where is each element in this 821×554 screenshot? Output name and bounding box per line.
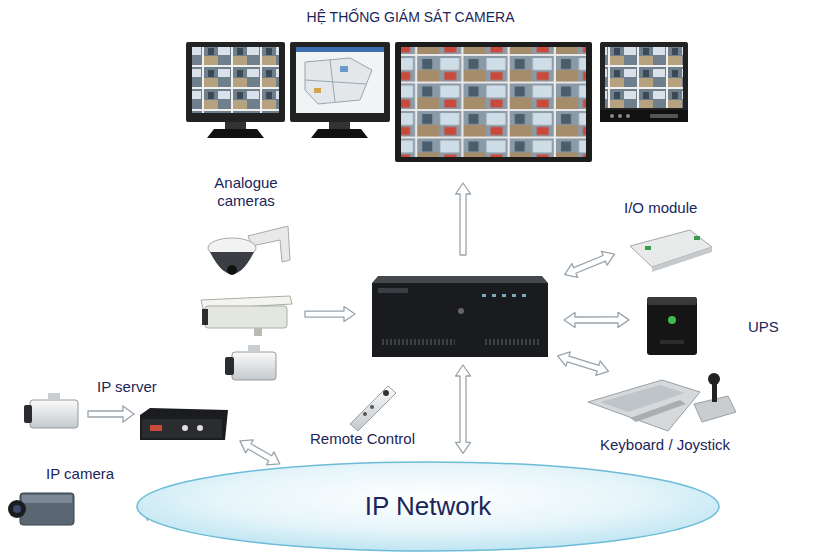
node-label: I/O module [624, 199, 727, 217]
node-label: UPS [748, 318, 821, 336]
connector-arrow [456, 183, 471, 255]
connector-arrow [456, 183, 471, 255]
monitor-bank [186, 40, 688, 165]
connector-arrow [305, 307, 355, 322]
connector-arrow [456, 365, 471, 453]
node-label: IP Network [365, 492, 492, 521]
connector-arrow [240, 440, 280, 465]
ip-server: IP server [95, 378, 233, 442]
connector-arrow [565, 251, 615, 277]
monitor-pictures [186, 42, 688, 162]
network-ellipse [137, 462, 719, 551]
connector-arrow [305, 307, 355, 322]
dvr-picture [372, 276, 548, 357]
device-pictures [350, 230, 736, 431]
ups-unit: UPS [643, 295, 821, 357]
node-label: IP server [97, 378, 235, 396]
connector-arrow [558, 352, 609, 376]
node-label: Analogue cameras [205, 174, 287, 210]
connector-arrow [558, 352, 609, 376]
camera-group: Analogue cameras [195, 172, 300, 394]
connector-arrow [240, 440, 280, 465]
io-module: I/O module [620, 197, 723, 270]
node-label: IP camera [46, 465, 192, 483]
node-label: Keyboard / Joystick [600, 436, 783, 454]
keyboard-joystick: Keyboard / Joystick [583, 372, 766, 456]
dvr-unit [372, 275, 548, 357]
device-label: Remote Control [310, 430, 415, 448]
ip-camera: IP camera [8, 465, 154, 532]
diagram-title: HỆ THỐNG GIÁM SÁT CAMERA [0, 8, 821, 26]
connector-arrow [564, 312, 629, 327]
connector-arrow [565, 251, 615, 277]
network-cloud: IP Network [136, 461, 720, 552]
connector-arrow [456, 365, 471, 453]
analogue-camera-pictures [201, 226, 292, 380]
connector-arrow [564, 312, 629, 327]
